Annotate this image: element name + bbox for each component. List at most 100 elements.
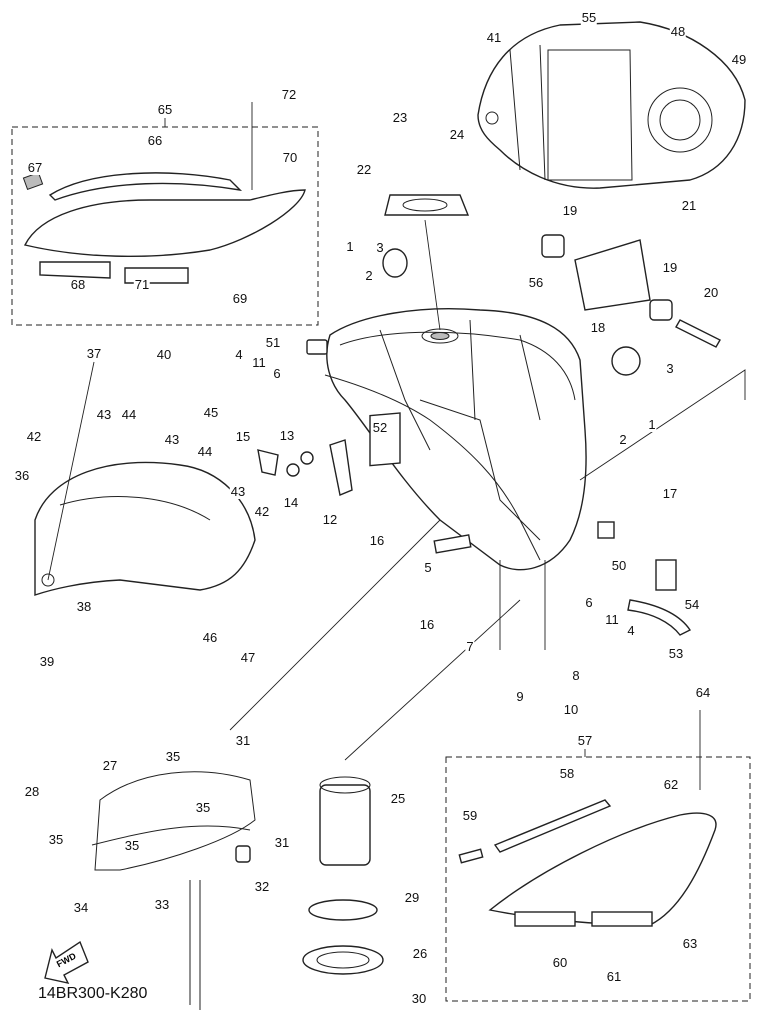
group-box-57 (445, 756, 751, 1002)
part-number-label: 1 (345, 239, 355, 254)
part-number-label: 33 (153, 897, 171, 912)
part-number-label: 38 (75, 599, 93, 614)
part-number-label: 16 (418, 617, 436, 632)
part-number-label: 53 (667, 646, 685, 661)
part-number-label: 6 (584, 595, 594, 610)
part-number-label: 67 (26, 160, 44, 175)
part-number-label: 6 (272, 366, 282, 381)
part-number-label: 63 (681, 936, 699, 951)
part-number-label: 9 (515, 689, 525, 704)
part-number-label: 24 (448, 127, 466, 142)
bracket-parts (257, 339, 692, 636)
part-number-label: 41 (485, 30, 503, 45)
part-number-label: 68 (69, 277, 87, 292)
part-number-label: 43 (229, 484, 247, 499)
part-number-label: 42 (253, 504, 271, 519)
part-number-label: 36 (13, 468, 31, 483)
part-number-label: 44 (120, 407, 138, 422)
part-number-label: 26 (411, 946, 429, 961)
part-number-label: 3 (665, 361, 675, 376)
part-number-label: 16 (368, 533, 386, 548)
side-cover-57 (458, 799, 717, 927)
part-number-label: 30 (410, 991, 428, 1006)
fuel-pump-assembly (541, 234, 721, 376)
part-number-label: 52 (371, 420, 389, 435)
part-number-label: 70 (281, 150, 299, 165)
part-number-label: 66 (146, 133, 164, 148)
part-number-label: 28 (23, 784, 41, 799)
part-number-label: 69 (231, 291, 249, 306)
part-number-label: 2 (364, 268, 374, 283)
part-number-label: 10 (562, 702, 580, 717)
tank-frame (91, 771, 256, 1010)
part-number-label: 23 (391, 110, 409, 125)
part-number-label: 18 (589, 320, 607, 335)
part-number-label: 58 (558, 766, 576, 781)
part-number-label: 47 (239, 650, 257, 665)
fuel-pump-25 (302, 776, 384, 975)
part-number-label: 60 (551, 955, 569, 970)
part-number-label: 57 (576, 733, 594, 748)
part-number-label: 72 (280, 87, 298, 102)
part-number-label: 45 (202, 405, 220, 420)
part-number-label: 46 (201, 630, 219, 645)
part-number-label: 19 (561, 203, 579, 218)
part-number-label: 27 (101, 758, 119, 773)
part-number-label: 35 (123, 838, 141, 853)
part-number-label: 71 (133, 277, 151, 292)
part-number-label: 50 (610, 558, 628, 573)
part-number-label: 35 (164, 749, 182, 764)
part-number-label: 49 (730, 52, 748, 67)
part-number-label: 54 (683, 597, 701, 612)
part-number-label: 7 (465, 639, 475, 654)
part-number-label: 1 (647, 417, 657, 432)
part-number-label: 22 (355, 162, 373, 177)
part-number-label: 44 (196, 444, 214, 459)
part-number-label: 61 (605, 969, 623, 984)
part-number-label: 48 (669, 24, 687, 39)
part-number-label: 25 (389, 791, 407, 806)
filler-cap (382, 194, 470, 331)
part-number-label: 11 (604, 612, 620, 627)
part-number-label: 17 (661, 486, 679, 501)
front-cowl-36 (34, 361, 256, 596)
fuel-tank (324, 308, 587, 571)
fwd-arrow-icon (44, 940, 89, 984)
part-number-label: 13 (278, 428, 296, 443)
part-number-label: 8 (571, 668, 581, 683)
part-number-label: 31 (234, 733, 252, 748)
part-number-label: 40 (155, 347, 173, 362)
part-number-label: 35 (47, 832, 65, 847)
part-number-label: 2 (618, 432, 628, 447)
part-number-label: 56 (527, 275, 545, 290)
part-number-label: 43 (95, 407, 113, 422)
part-number-label: 59 (461, 808, 479, 823)
part-number-label: 4 (626, 623, 636, 638)
part-number-label: 35 (194, 800, 212, 815)
part-number-label: 62 (662, 777, 680, 792)
part-number-label: 37 (85, 346, 103, 361)
part-number-label: 4 (234, 347, 244, 362)
part-number-label: 51 (264, 335, 282, 350)
part-number-label: 14 (282, 495, 300, 510)
part-number-label: 19 (661, 260, 679, 275)
part-number-label: 43 (163, 432, 181, 447)
part-number-label: 29 (403, 890, 421, 905)
part-number-label: 39 (38, 654, 56, 669)
side-cover-65 (22, 102, 306, 284)
part-number-label: 20 (702, 285, 720, 300)
part-number-label: 32 (253, 879, 271, 894)
part-number-label: 21 (680, 198, 698, 213)
tank-cover (477, 21, 746, 189)
part-number-label: 42 (25, 429, 43, 444)
part-number-label: 64 (694, 685, 712, 700)
part-number-label: 11 (251, 355, 267, 370)
part-number-label: 15 (234, 429, 252, 444)
part-number-label: 65 (156, 102, 174, 117)
part-number-label: 34 (72, 900, 90, 915)
part-number-label: 5 (423, 560, 433, 575)
drawing-code: 14BR300-K280 (38, 985, 148, 1002)
part-number-label: 31 (273, 835, 291, 850)
